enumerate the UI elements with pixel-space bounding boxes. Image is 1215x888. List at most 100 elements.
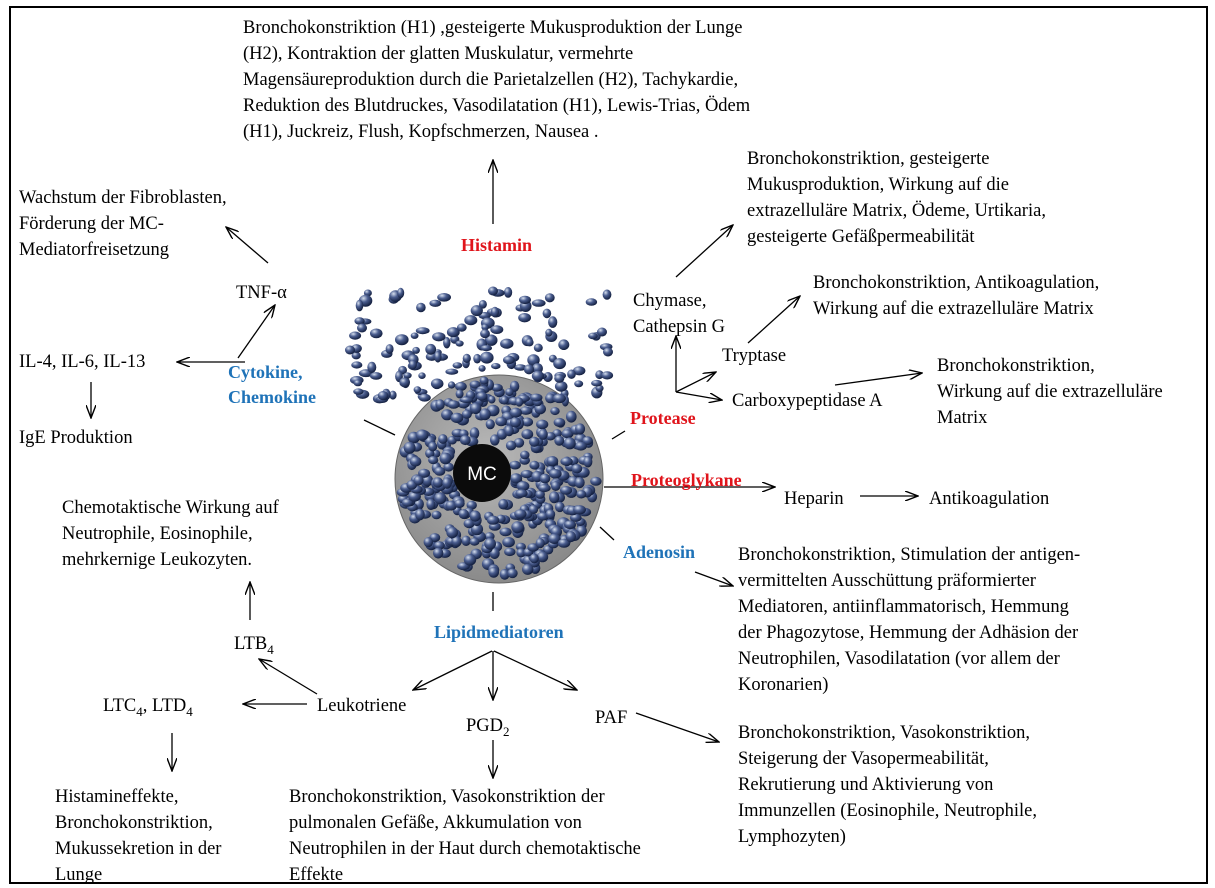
text-line: Mediatorfreisetzung — [19, 240, 169, 260]
granule — [553, 358, 566, 370]
carboxypeptidase-effects: Bronchokonstriktion, Wirkung auf die ext… — [937, 353, 1163, 431]
granule — [397, 287, 405, 299]
granule — [478, 300, 487, 309]
text-line: Bronchokonstriktion, — [55, 813, 213, 833]
granule — [529, 553, 539, 564]
granule — [505, 440, 517, 451]
granule — [432, 477, 444, 488]
text-line: Mukussekretion in der — [55, 839, 222, 859]
granule — [410, 332, 419, 339]
text-line: Wirkung auf die extrazelluläre Matrix — [813, 299, 1094, 319]
granule — [509, 460, 521, 470]
granule — [570, 513, 582, 522]
granule — [355, 299, 364, 312]
granule — [521, 429, 534, 440]
text-line: Bronchokonstriktion, gesteigerte — [747, 149, 990, 169]
granule — [443, 462, 454, 472]
granule — [545, 393, 556, 404]
granule — [353, 379, 363, 387]
granule — [507, 568, 518, 579]
granule — [571, 464, 583, 474]
granule — [531, 299, 546, 307]
granule — [446, 526, 459, 539]
line-cytokine-mc — [363, 419, 396, 436]
granule — [484, 334, 498, 346]
granule — [538, 428, 548, 440]
text-line: gesteigerte Gefäßpermeabilität — [747, 227, 975, 247]
granule — [534, 403, 546, 415]
granule — [519, 295, 531, 305]
granule — [432, 332, 446, 342]
granule — [523, 364, 535, 375]
carboxypeptidase: Carboxypeptidase A — [732, 391, 883, 411]
granule — [510, 473, 523, 484]
granule — [505, 388, 514, 397]
antikoagulation: Antikoagulation — [929, 489, 1050, 509]
granule — [458, 509, 469, 519]
granule — [461, 535, 471, 546]
granule — [456, 323, 467, 332]
granule — [486, 515, 500, 525]
ltb4-subscript: 4 — [267, 642, 274, 657]
granule — [498, 498, 509, 510]
granule — [602, 289, 612, 300]
granule — [529, 460, 540, 470]
granule — [488, 566, 499, 578]
adenosin-effects: Bronchokonstriktion, Stimulation der ant… — [738, 542, 1080, 698]
granule — [418, 372, 426, 379]
granule — [491, 363, 501, 370]
granule — [354, 317, 365, 325]
pgd2-base: PGD — [466, 716, 504, 736]
granule — [385, 344, 394, 354]
text-line: Neutrophilen in der Haut durch chemotakt… — [289, 839, 641, 859]
granule — [403, 441, 416, 454]
granule — [345, 345, 355, 355]
leukotriene: Leukotriene — [317, 696, 407, 716]
granule — [357, 323, 367, 333]
text-line: extrazelluläre Matrix, Ödeme, Urtikaria, — [747, 201, 1046, 221]
granule — [416, 302, 426, 313]
arrow-cytokine-tnf — [237, 305, 275, 359]
granule — [479, 376, 489, 385]
ltd4-subscript: 4 — [186, 704, 193, 719]
granule — [521, 417, 534, 427]
granule — [545, 509, 556, 520]
pgd2: PGD2 — [466, 713, 510, 739]
granule — [454, 499, 465, 508]
granule — [519, 406, 533, 415]
tnf-alpha: TNF-α — [236, 283, 287, 303]
ltc4-base: LTC — [103, 696, 137, 716]
granule — [558, 339, 570, 350]
granule — [464, 315, 478, 326]
histamin-effects: Bronchokonstriktion (H1) ,gesteigerte Mu… — [243, 15, 750, 145]
granule — [574, 380, 584, 388]
granule — [548, 469, 562, 479]
granule — [369, 372, 383, 380]
granule — [462, 353, 471, 363]
pgd2-subscript: 2 — [503, 724, 510, 739]
granule — [428, 441, 438, 452]
category-histamin: Histamin — [461, 235, 533, 255]
granule — [447, 400, 460, 409]
granule — [555, 501, 565, 513]
arrow-paf-effects — [635, 712, 719, 742]
granule — [370, 328, 383, 339]
granule — [553, 417, 566, 427]
text-line: Lunge — [55, 865, 103, 885]
granule — [488, 286, 498, 296]
text-line: Koronarien) — [738, 675, 829, 695]
ige-production: IgE Produktion — [19, 428, 133, 448]
granule — [429, 299, 442, 307]
granule — [531, 370, 544, 382]
paf: PAF — [595, 708, 628, 728]
granule — [500, 395, 509, 405]
granule — [463, 554, 477, 566]
text-line: Förderung der MC- — [19, 214, 164, 234]
chymase-cathepsin: Chymase, Cathepsin G — [633, 288, 725, 340]
granule — [408, 360, 417, 370]
granule — [415, 327, 430, 335]
category-chemokine: Chemokine — [228, 387, 317, 407]
text-line: Rekrutierung und Aktivierung von — [738, 775, 994, 795]
granule — [403, 372, 412, 379]
